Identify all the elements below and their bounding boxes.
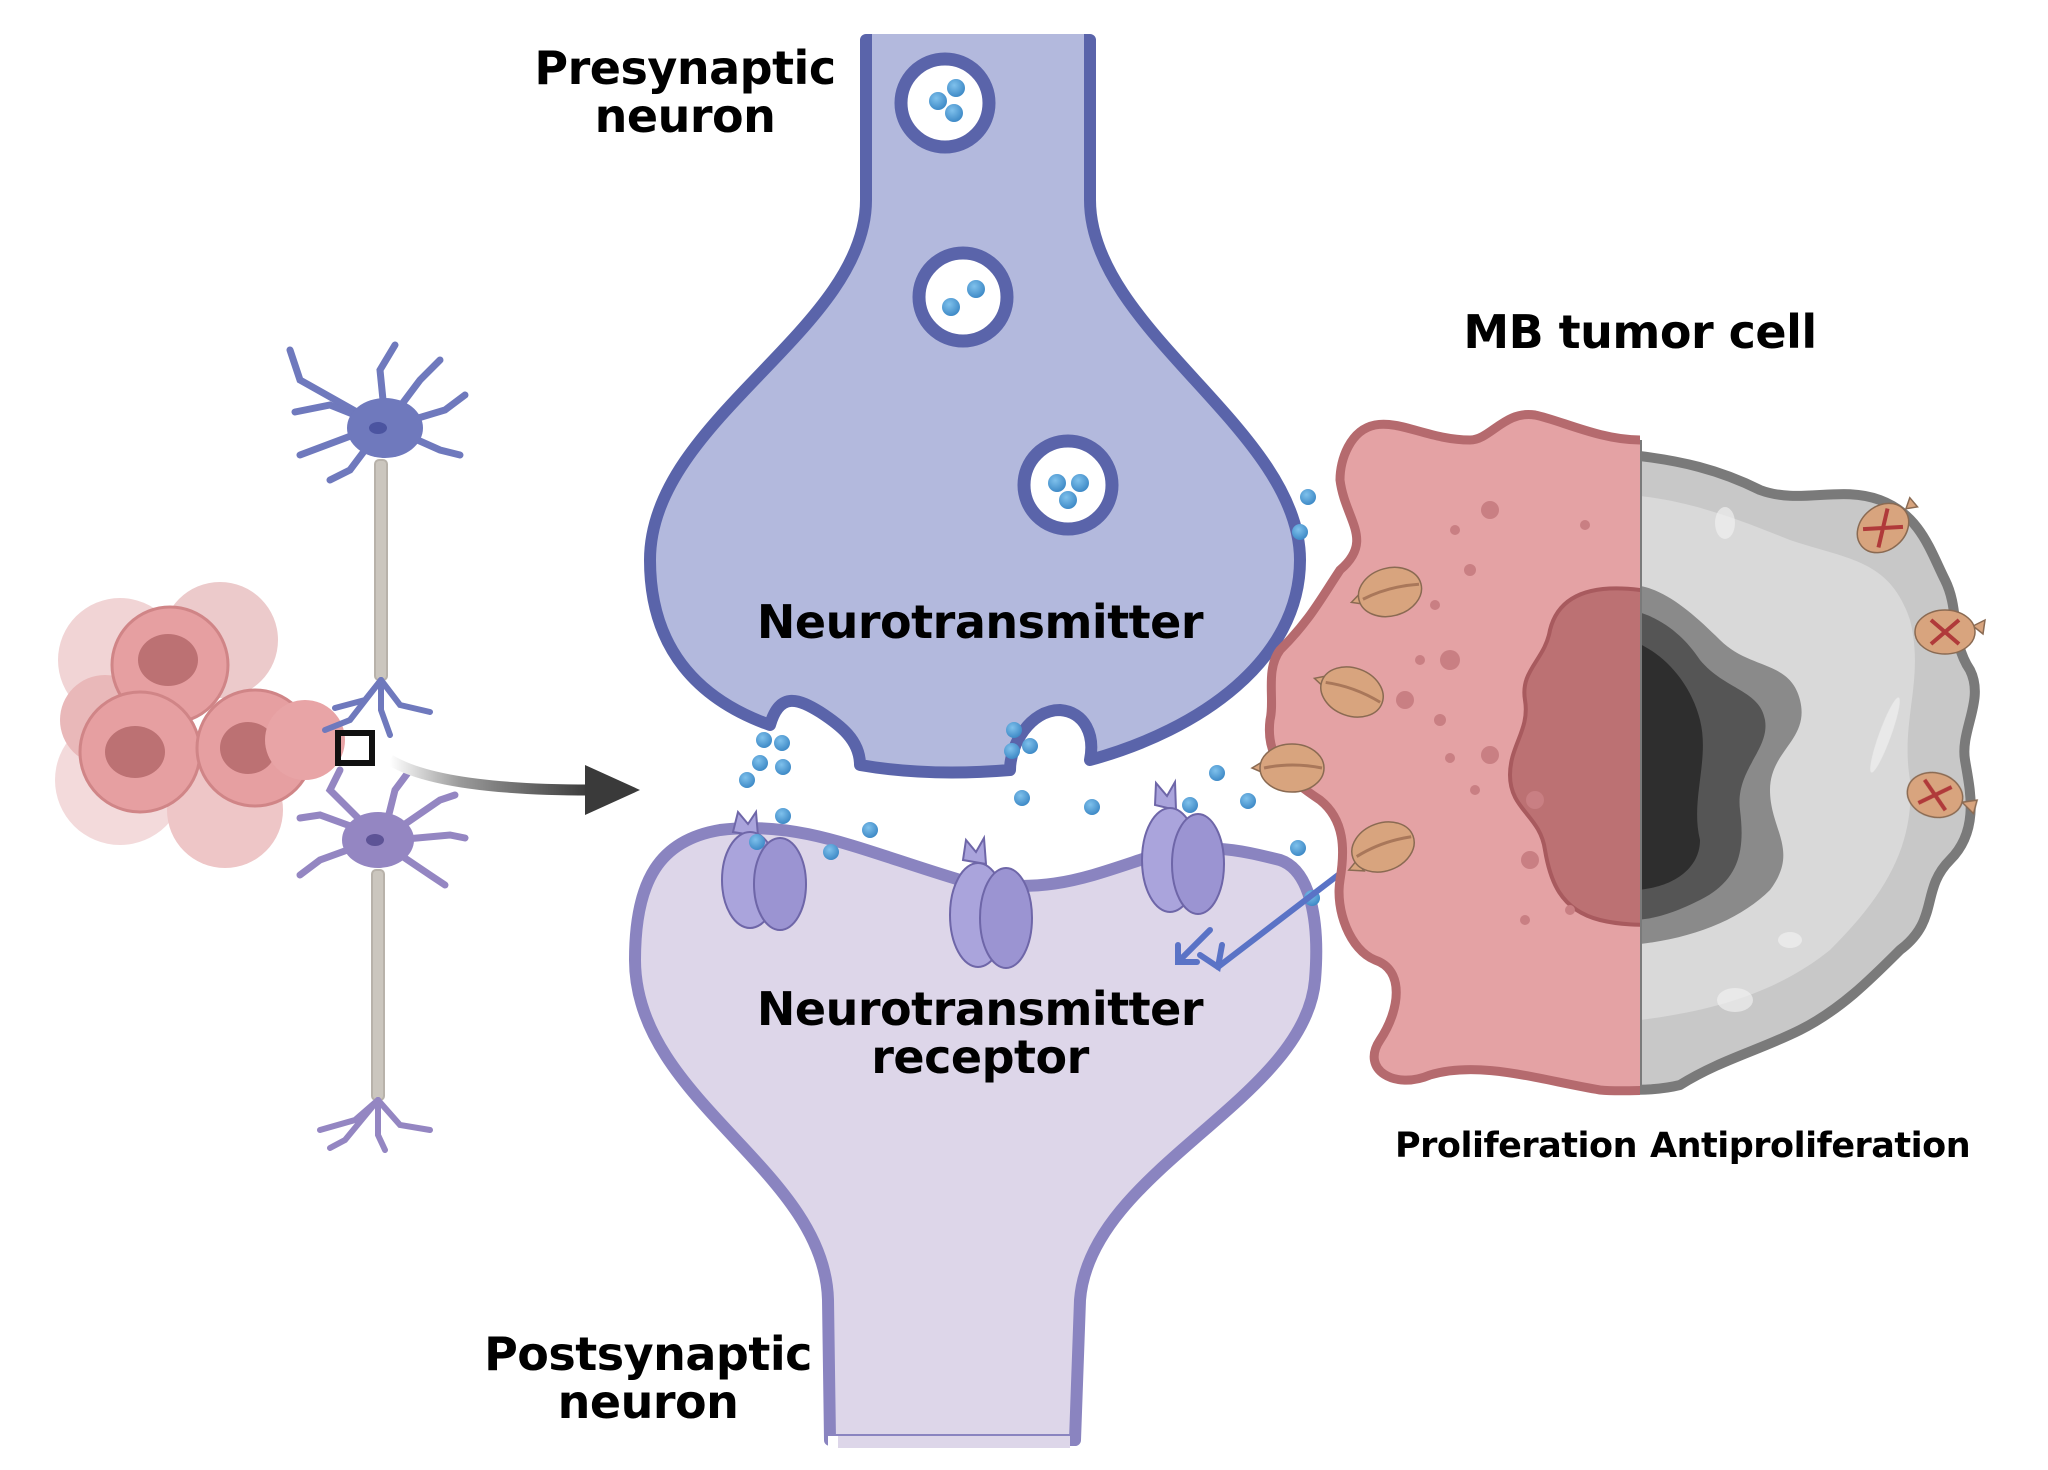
antiproliferating-half — [1640, 440, 1980, 1095]
tumor-signal-arrowhead — [1197, 942, 1225, 973]
neurotransmitter-receptor — [1141, 778, 1225, 915]
tumor-cell — [78, 690, 202, 814]
receptor-label-line1: Neurotransmitter — [756, 982, 1204, 1036]
neurotransmitter-receptor — [949, 834, 1033, 969]
tumor-cell-label: MB tumor cell — [1463, 305, 1817, 359]
presynaptic-label-line1: Presynaptic — [534, 41, 836, 95]
tumor-receptors-blocked — [1856, 496, 1986, 819]
postsynaptic-label-line2: neuron — [557, 1375, 739, 1430]
postsynaptic-neuron-small — [296, 766, 469, 1153]
blocked-receptor — [1906, 771, 1979, 819]
receptor-label: Neurotransmitter receptor — [740, 985, 1220, 1082]
receptor-signal-arrow — [1175, 927, 1213, 965]
synaptic-vesicle — [894, 52, 996, 154]
zoom-region-box — [335, 730, 375, 766]
tumor-receptor — [1312, 666, 1384, 718]
tumor-receptor — [1349, 566, 1423, 618]
blocked-receptor — [1914, 609, 1986, 655]
neurotransmitter-receptor — [721, 809, 807, 931]
synaptic-vesicle — [1017, 434, 1119, 536]
presynaptic-label-line2: neuron — [594, 89, 776, 144]
postsynaptic-terminal — [629, 822, 1323, 1448]
proliferating-half — [1264, 409, 1640, 1096]
receptor-label-line2: receptor — [871, 1030, 1089, 1085]
antiproliferation-label: Antiproliferation — [1650, 1126, 1971, 1166]
presynaptic-neuron-label: Presynaptic neuron — [520, 44, 850, 141]
zoom-arrow-head — [585, 765, 640, 815]
postsynaptic-receptors — [721, 778, 1225, 969]
proliferation-label: Proliferation — [1395, 1126, 1638, 1166]
postsynaptic-neuron-label: Postsynaptic neuron — [478, 1330, 818, 1427]
tumor-cell-edge — [265, 700, 345, 780]
zoom-arrow — [387, 755, 591, 796]
postsynaptic-label-line1: Postsynaptic — [484, 1327, 812, 1381]
presynaptic-terminal — [644, 34, 1306, 779]
presynaptic-neuron-small — [286, 341, 469, 738]
synaptic-vesicle — [912, 246, 1014, 348]
tumor-receptors-active — [1250, 566, 1423, 873]
neurotransmitter-label: Neurotransmitter — [756, 595, 1204, 649]
blocked-receptor — [1856, 496, 1919, 554]
tumor-cluster — [55, 582, 345, 868]
overview-panel — [55, 341, 640, 1153]
tumor-receptor — [1250, 743, 1325, 793]
cytoplasm-granules — [1396, 501, 1590, 925]
tumor-receptor — [1347, 821, 1415, 873]
receptor-signal-arrowhead — [1175, 942, 1200, 965]
